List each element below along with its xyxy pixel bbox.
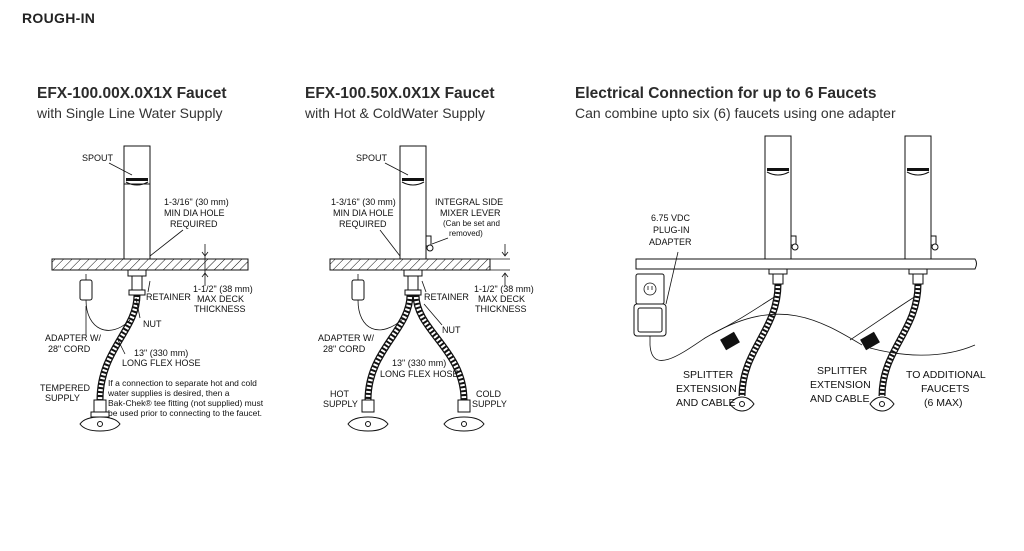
p2-label-hole-2: MIN DIA HOLE — [333, 208, 394, 218]
p1-label-hole-2: MIN DIA HOLE — [164, 208, 225, 218]
panel3-faucet-2 — [904, 135, 932, 260]
p1-label-deck-1: 1-1/2" (38 mm) — [193, 284, 253, 294]
p2-label-deck-3: THICKNESS — [475, 304, 527, 314]
panel2-title: EFX-100.50X.0X1X Faucet — [305, 85, 495, 102]
p3-label-split1-2: EXTENSION — [676, 383, 737, 395]
p1-note-1: If a connection to separate hot and cold — [108, 378, 257, 388]
p2-label-mixer-1: INTEGRAL SIDE — [435, 197, 503, 207]
p2-label-deck-2: MAX DECK — [478, 294, 525, 304]
p2-label-hole-3: REQUIRED — [339, 219, 387, 229]
p1-label-adapter-1: ADAPTER W/ — [45, 333, 102, 343]
p2-label-adapter-1: ADAPTER W/ — [318, 333, 375, 343]
p1-label-deck-3: THICKNESS — [194, 304, 246, 314]
p1-note-2: water supplies is desired, then a — [107, 388, 230, 398]
panel2-drawing: SPOUT 1-3/16" (30 mm) MIN DIA HOLE REQUI… — [318, 145, 534, 432]
p1-note-4: be used prior to connecting to the fauce… — [108, 408, 262, 418]
panel3-subtitle: Can combine upto six (6) faucets using o… — [575, 105, 896, 121]
p3-label-plugin-2: PLUG-IN — [653, 225, 690, 235]
p1-label-hole-1: 1-3/16" (30 mm) — [164, 197, 229, 207]
p2-label-mixer-2: MIXER LEVER — [440, 208, 501, 218]
p1-label-tempered-2: SUPPLY — [45, 393, 80, 403]
p2-label-retainer: RETAINER — [424, 292, 469, 302]
p1-label-hole-3: REQUIRED — [170, 219, 218, 229]
p2-label-hose-2: LONG FLEX HOSE — [380, 369, 459, 379]
p2-label-mixer-3: (Can be set and — [443, 219, 500, 228]
p2-label-hot-1: HOT — [330, 389, 350, 399]
panel2-deck — [329, 258, 491, 271]
p1-label-tempered-1: TEMPERED — [40, 383, 91, 393]
panel1-title: EFX-100.00X.0X1X Faucet — [37, 85, 227, 102]
p3-label-split1-1: SPLITTER — [683, 369, 734, 381]
p3-label-plugin-3: ADAPTER — [649, 237, 692, 247]
p2-label-deck-1: 1-1/2" (38 mm) — [474, 284, 534, 294]
section-heading: ROUGH-IN — [22, 10, 96, 26]
panel3-drawing: 6.75 VDC PLUG-IN ADAPTER SPLITTER EXTENS… — [633, 135, 986, 412]
p1-label-spout: SPOUT — [82, 153, 114, 163]
p2-label-hole-1: 1-3/16" (30 mm) — [331, 197, 396, 207]
p3-label-split2-2: EXTENSION — [810, 379, 871, 391]
panel3-faucet-1 — [764, 135, 792, 260]
panel2-subtitle: with Hot & ColdWater Supply — [305, 105, 485, 121]
p1-label-nut: NUT — [143, 319, 162, 329]
p2-label-spout: SPOUT — [356, 153, 388, 163]
p3-label-add-3: (6 MAX) — [924, 397, 963, 409]
p1-label-adapter-2: 28" CORD — [48, 344, 91, 354]
p2-label-cold-1: COLD — [476, 389, 502, 399]
p2-label-hose-1: 13" (330 mm) — [392, 358, 446, 368]
p1-label-hose-2: LONG FLEX HOSE — [122, 358, 201, 368]
p2-label-hot-2: SUPPLY — [323, 399, 358, 409]
p3-label-add-2: FAUCETS — [921, 383, 969, 395]
panel1-subtitle: with Single Line Water Supply — [37, 105, 223, 121]
p1-label-hose-1: 13" (330 mm) — [134, 348, 188, 358]
p3-label-add-1: TO ADDITIONAL — [906, 369, 986, 381]
splitter-2 — [860, 331, 880, 351]
p3-label-split1-3: AND CABLE — [676, 397, 736, 409]
splitter-1 — [720, 331, 740, 351]
panel1-deck — [51, 258, 249, 271]
p1-note-3: Bak-Chek® tee fitting (not supplied) mus… — [108, 398, 264, 408]
p3-label-split2-3: AND CABLE — [810, 393, 870, 405]
panel2-faucet-body — [399, 145, 427, 260]
p2-label-adapter-2: 28" CORD — [323, 344, 366, 354]
p2-label-cold-2: SUPPLY — [472, 399, 507, 409]
p3-label-plugin-1: 6.75 VDC — [651, 213, 691, 223]
panel1-drawing: SPOUT 1-3/16" (30 mm) MIN DIA HOLE REQUI… — [40, 145, 264, 432]
panel3-title: Electrical Connection for up to 6 Faucet… — [575, 85, 877, 102]
p1-label-retainer: RETAINER — [146, 292, 191, 302]
p2-label-nut: NUT — [442, 325, 461, 335]
wall-outlet — [635, 273, 665, 305]
p1-label-deck-2: MAX DECK — [197, 294, 244, 304]
p3-label-split2-1: SPLITTER — [817, 365, 868, 377]
p2-label-mixer-4: removed) — [449, 229, 483, 238]
